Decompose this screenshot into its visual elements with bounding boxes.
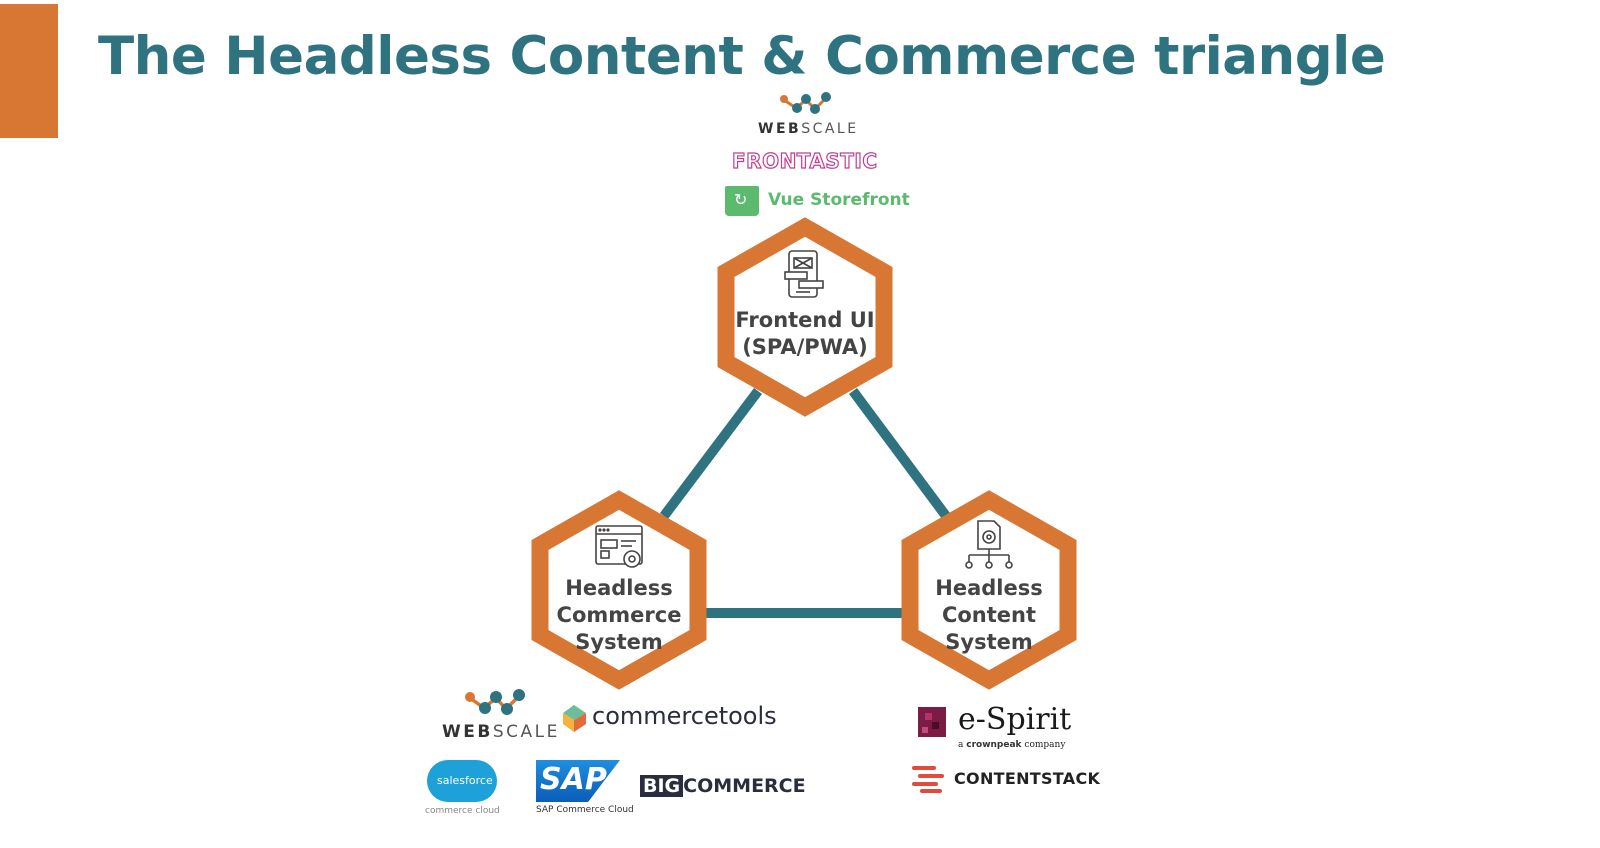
frontend-label-line-1: Frontend UI (735, 308, 874, 332)
slide-title: The Headless Content & Commerce triangle (98, 26, 1386, 87)
browser-settings-icon (595, 525, 643, 568)
connectors (660, 387, 951, 618)
vue-storefront-bag-icon (725, 186, 759, 216)
commercetools-mark (563, 705, 586, 732)
connector-frontend-commerce (660, 387, 762, 520)
hexagon-commerce (531, 490, 707, 690)
contentstack-logo: CONTENTSTACK (954, 769, 1101, 788)
webscale-mark-top (780, 92, 831, 114)
frontastic-logo: FRONTASTIC (731, 148, 878, 173)
commercetools-logo: commercetools (592, 702, 777, 730)
frontend-label-line-2: (SPA/PWA) (742, 335, 868, 359)
content-label-line-2: Content (942, 603, 1036, 627)
salesforce-logo: salesforce (437, 774, 493, 787)
document-network-icon (965, 520, 1013, 569)
espirit-mark (918, 707, 946, 737)
hexagon-content (901, 490, 1077, 690)
sap-logo: SAP (540, 762, 607, 797)
vue-storefront-logo: Vue Storefront (768, 190, 910, 210)
mobile-ui-icon (784, 250, 824, 298)
content-label-line-1: Headless (935, 576, 1042, 600)
connector-frontend-content (848, 388, 951, 519)
commerce-label-line-2: Commerce (557, 603, 682, 627)
sap-sub: SAP Commerce Cloud (536, 805, 634, 815)
contentstack-mark (912, 766, 944, 793)
salesforce-cloud-icon (427, 760, 497, 802)
content-label-line-3: System (945, 630, 1032, 654)
webscale-mark-commerce (465, 689, 525, 715)
hexagon-frontend (717, 217, 893, 417)
salesforce-sub: commerce cloud (425, 806, 500, 816)
commerce-label-line-1: Headless (565, 576, 672, 600)
webscale-logo-top: WEBSCALE (758, 121, 859, 137)
espirit-logo: e-Spirit (958, 702, 1072, 737)
accent-bar (0, 4, 58, 138)
webscale-logo-commerce: WEBSCALE (442, 722, 560, 742)
espirit-sub: a crownpeak company (958, 740, 1066, 750)
commerce-label-line-3: System (575, 630, 662, 654)
